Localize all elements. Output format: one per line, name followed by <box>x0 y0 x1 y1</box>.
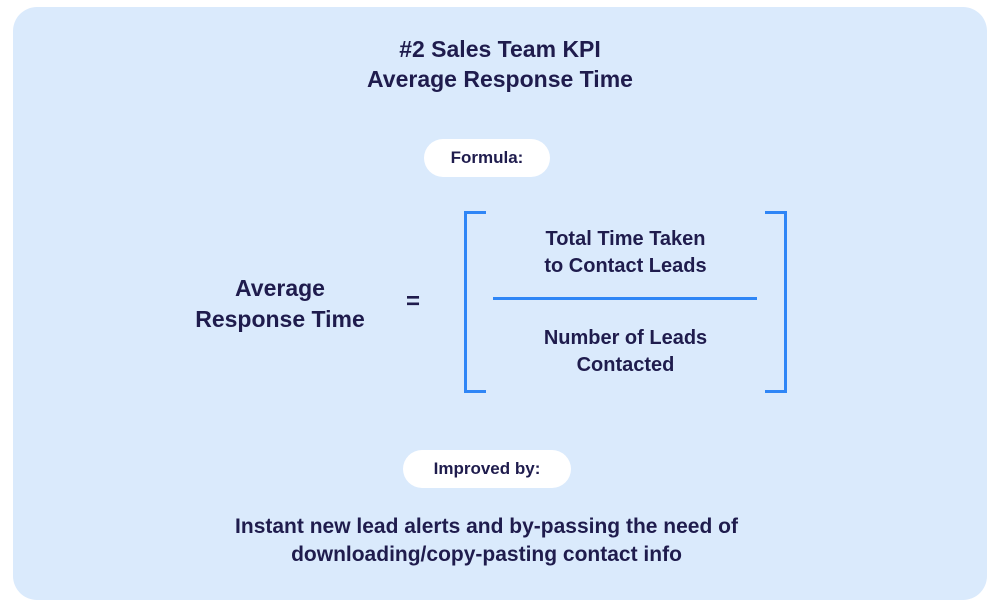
fraction-divider <box>493 297 757 300</box>
improved-by-label: Improved by: <box>403 450 571 488</box>
title-line-1: #2 Sales Team KPI <box>399 36 601 62</box>
improvement-description: Instant new lead alerts and by-passing t… <box>0 513 973 569</box>
numerator-line-2: to Contact Leads <box>544 255 707 277</box>
numerator: Total Time Taken to Contact Leads <box>493 226 758 280</box>
numerator-line-1: Total Time Taken <box>545 228 706 250</box>
left-bracket <box>464 211 486 393</box>
page-title: #2 Sales Team KPI Average Response Time <box>0 34 1000 94</box>
kpi-card <box>13 7 987 600</box>
denominator-line-1: Number of Leads <box>543 327 708 349</box>
improvement-line-2: downloading/copy-pasting contact info <box>291 543 682 566</box>
equals-sign: = <box>405 288 420 315</box>
denominator: Number of Leads Contacted <box>493 325 758 379</box>
lhs-line-1: Average <box>235 275 325 301</box>
right-bracket <box>765 211 787 393</box>
lhs-line-2: Response Time <box>195 306 365 332</box>
formula-lhs: Average Response Time <box>170 273 390 335</box>
formula-label: Formula: <box>424 139 550 177</box>
denominator-line-2: Contacted <box>576 354 675 376</box>
improvement-line-1: Instant new lead alerts and by-passing t… <box>235 515 738 538</box>
title-line-2: Average Response Time <box>367 66 633 92</box>
